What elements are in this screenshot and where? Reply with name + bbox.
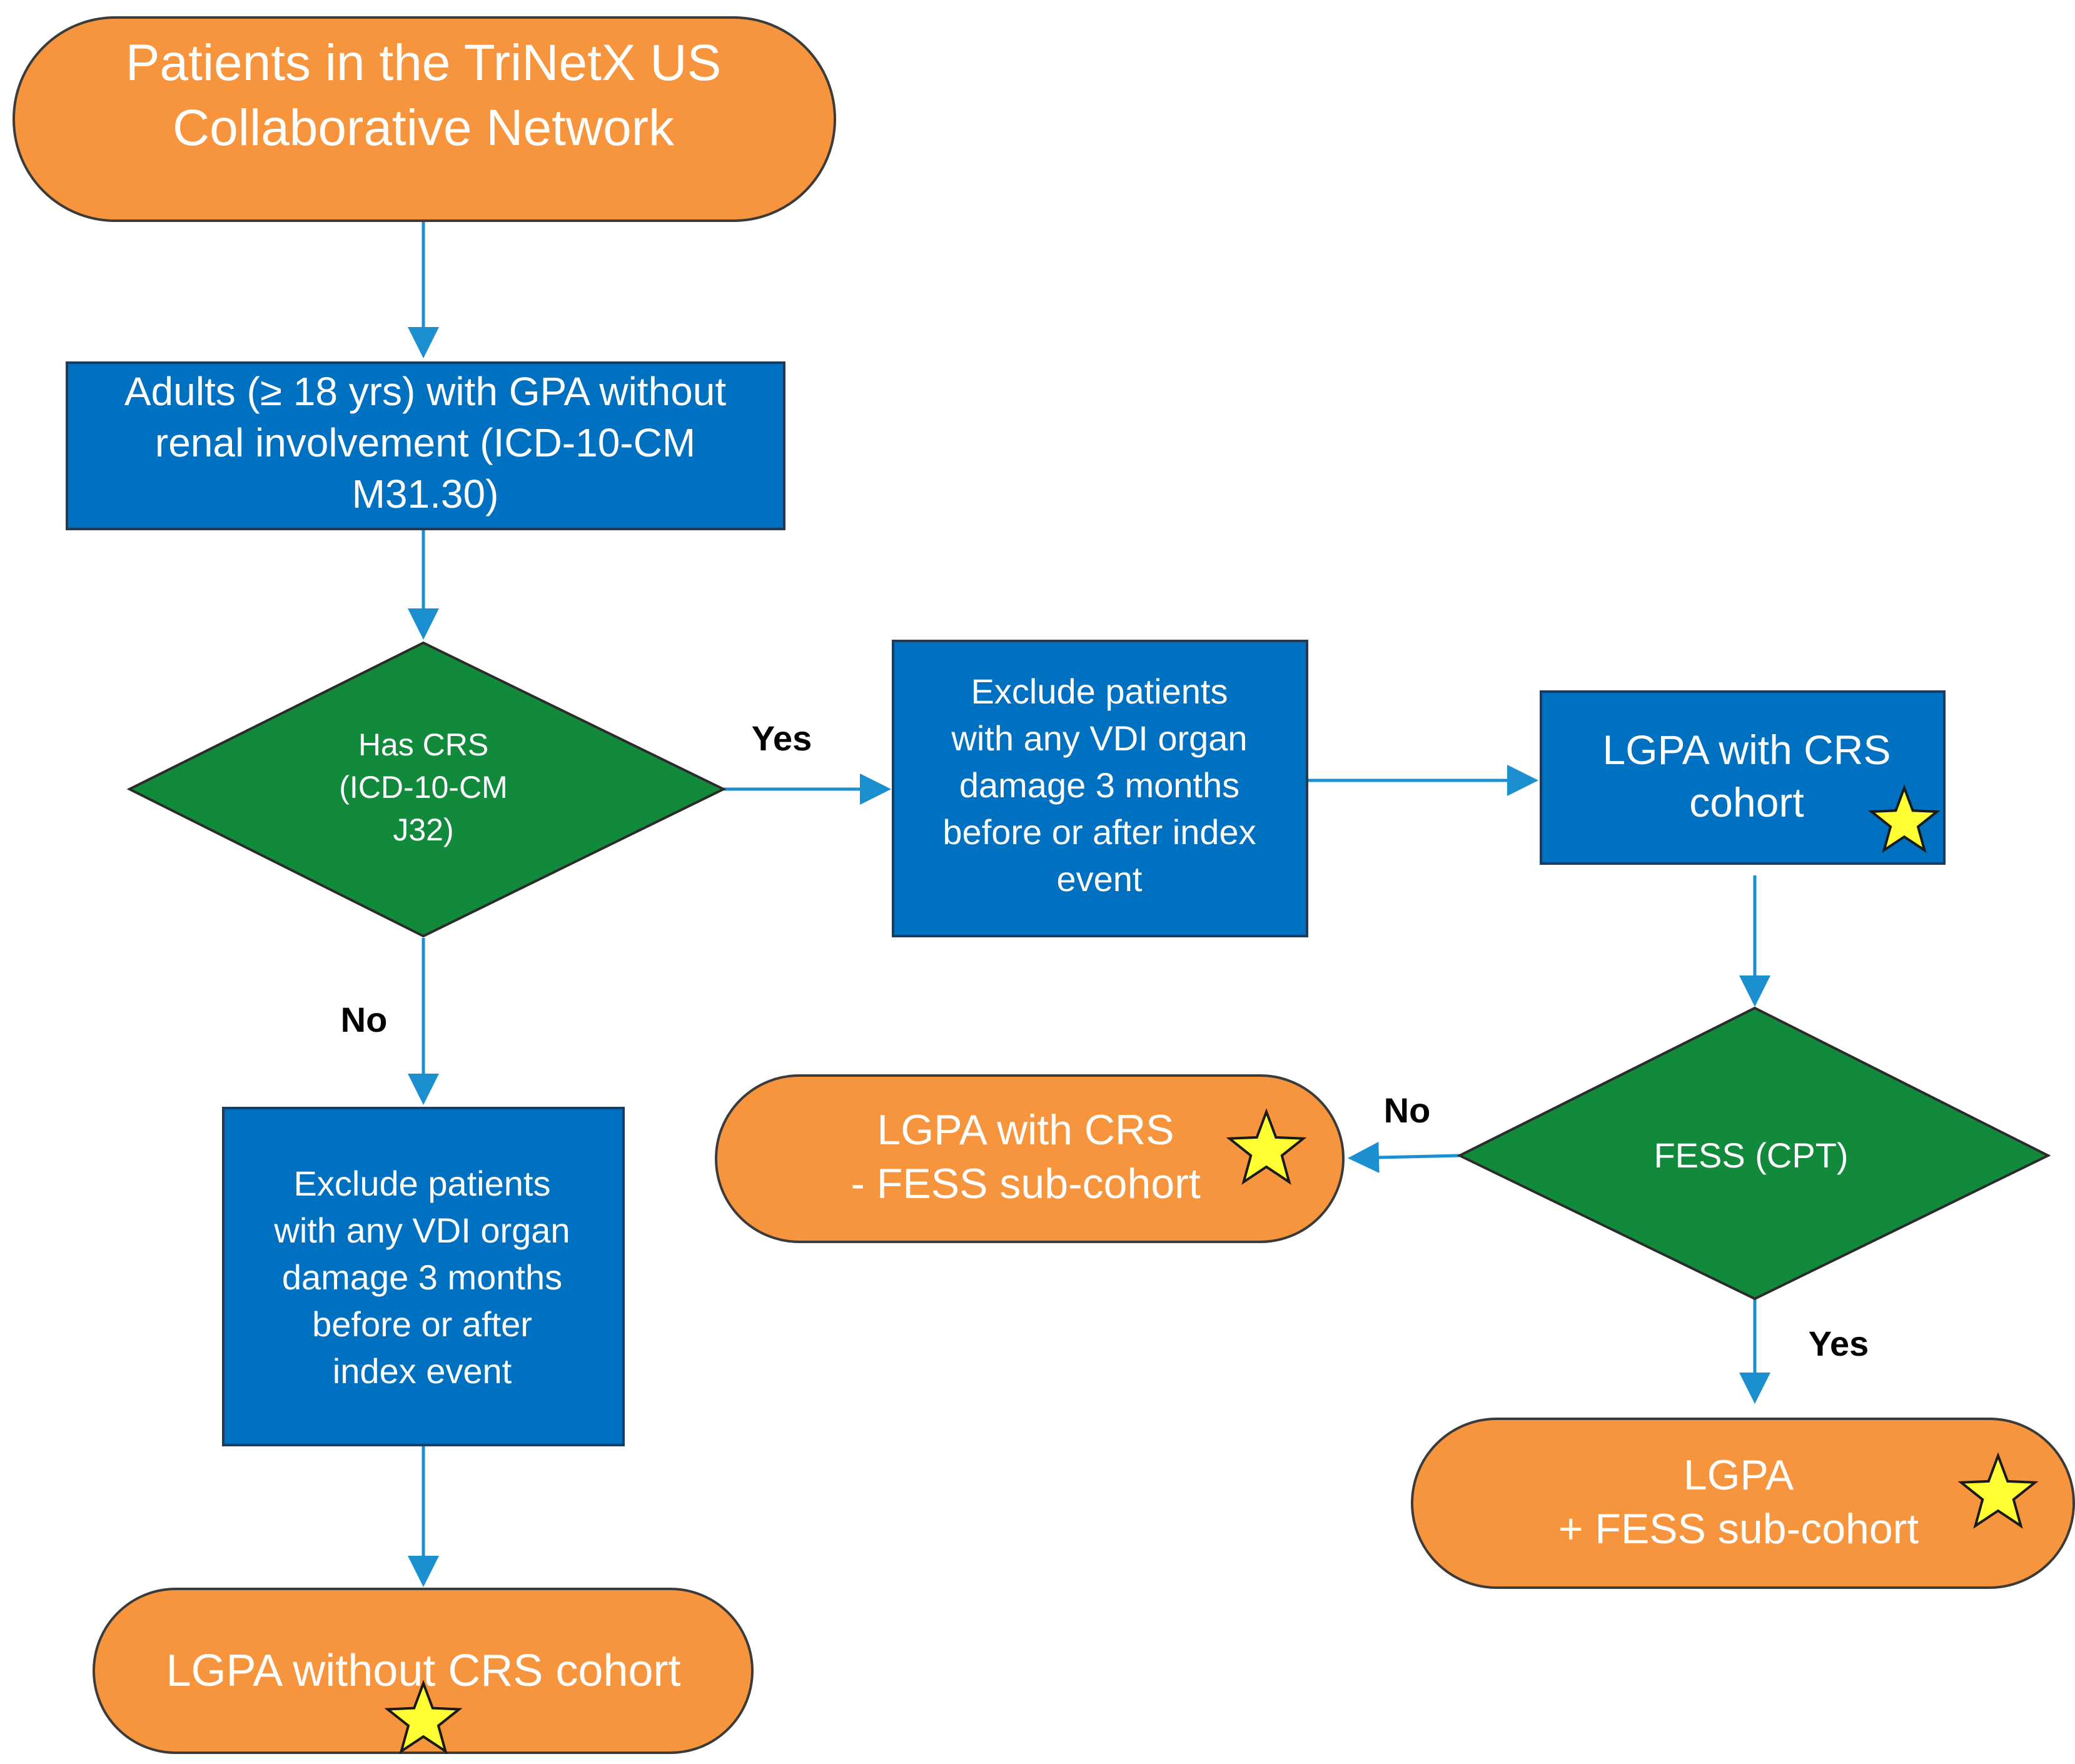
lgpa-crs-process-box-text: LGPA with CRS cohort <box>1603 727 1891 825</box>
lgpa-no-crs-terminal: LGPA without CRS cohort <box>93 1588 754 1755</box>
yes-label-fess: Yes <box>1809 1324 1869 1363</box>
label-line: damage 3 months <box>959 765 1239 805</box>
label-line: with any VDI organ <box>273 1211 570 1250</box>
exclude-no-process-box: Exclude patients with any VDI organ damage… <box>222 1107 625 1446</box>
label-line: Exclude patients <box>294 1164 551 1203</box>
label-line: Adults (≥ 18 yrs) with GPA without <box>124 369 727 414</box>
label-line: cohort <box>1689 779 1804 825</box>
exclude-yes-process-box-shape <box>892 640 1308 937</box>
arrow-fess-to-lgpa-minus-fess <box>1348 1141 1460 1173</box>
fess-decision-shape <box>1457 1006 2051 1301</box>
lgpa-no-crs-terminal-shape <box>93 1588 754 1754</box>
lgpa-plus-fess-terminal-shape <box>1411 1418 2075 1589</box>
no-label-has-crs: No <box>341 1000 388 1039</box>
label-line: M31.30) <box>352 471 499 517</box>
exclude-yes-process-box: Exclude patients with any VDI organ damage… <box>892 640 1308 937</box>
label-line: Has CRS <box>358 727 488 762</box>
exclude-no-process-box-shape <box>222 1107 625 1446</box>
label-line: + FESS sub-cohort <box>1558 1505 1919 1553</box>
label-line: LGPA with CRS <box>877 1106 1174 1154</box>
star-icon <box>1226 1108 1307 1185</box>
exclude-yes-process-box-text: Exclude patients with any VDI organ damage… <box>942 672 1256 899</box>
lgpa-plus-fess-terminal: LGPA + FESS sub-cohort <box>1411 1418 2075 1589</box>
star-icon <box>384 1680 463 1755</box>
label-line: renal involvement (ICD-10-CM <box>155 420 695 465</box>
start-terminal: Patients in the TriNetX US Collaborative … <box>13 16 836 222</box>
has-crs-decision-shape <box>126 641 727 938</box>
label-line: LGPA <box>1684 1451 1794 1499</box>
star-icon <box>1957 1452 2039 1529</box>
label-line: J32) <box>393 812 453 847</box>
adults-process-box: Adults (≥ 18 yrs) with GPA without renal … <box>66 361 785 530</box>
label-line: before or after <box>312 1304 532 1344</box>
start-terminal-text: Patients in the TriNetX US Collaborative … <box>126 34 722 156</box>
label-line: with any VDI organ <box>951 718 1247 758</box>
fess-decision: FESS (CPT) <box>1457 1006 2051 1301</box>
lgpa-minus-fess-terminal-shape <box>715 1074 1345 1243</box>
label-line: Collaborative Network <box>173 99 675 156</box>
adults-process-box-shape <box>66 361 785 530</box>
fess-decision-text: FESS (CPT) <box>1653 1136 1848 1175</box>
label-line: FESS (CPT) <box>1653 1136 1848 1175</box>
label-line: Exclude patients <box>971 672 1228 711</box>
yes-label-has-crs: Yes <box>752 718 812 758</box>
lgpa-crs-process-box: LGPA with CRS cohort <box>1540 690 1946 865</box>
connectors <box>408 222 1770 1587</box>
lgpa-plus-fess-terminal-text: LGPA + FESS sub-cohort <box>1558 1451 1919 1553</box>
label-line: before or after index <box>942 812 1256 852</box>
lgpa-minus-fess-terminal-text: LGPA with CRS - FESS sub-cohort <box>851 1106 1200 1207</box>
label-line: damage 3 months <box>282 1257 562 1297</box>
lgpa-minus-fess-terminal: LGPA with CRS - FESS sub-cohort <box>715 1074 1345 1243</box>
has-crs-decision: Has CRS (ICD-10-CM J32) <box>126 641 727 938</box>
label-line: index event <box>333 1351 512 1391</box>
start-terminal-shape <box>13 16 836 222</box>
label-line: LGPA with CRS <box>1603 727 1891 773</box>
label-line: Patients in the TriNetX US <box>126 34 722 91</box>
label-line: - FESS sub-cohort <box>851 1160 1200 1207</box>
label-line: (ICD-10-CM <box>339 770 507 805</box>
has-crs-decision-text: Has CRS (ICD-10-CM J32) <box>339 727 507 847</box>
lgpa-crs-process-box-shape <box>1540 690 1946 865</box>
exclude-no-process-box-text: Exclude patients with any VDI organ damage… <box>273 1164 570 1391</box>
star-icon <box>1868 784 1941 854</box>
adults-process-box-text: Adults (≥ 18 yrs) with GPA without renal … <box>124 369 727 517</box>
no-label-fess: No <box>1384 1091 1431 1130</box>
label-line: event <box>1057 859 1143 899</box>
